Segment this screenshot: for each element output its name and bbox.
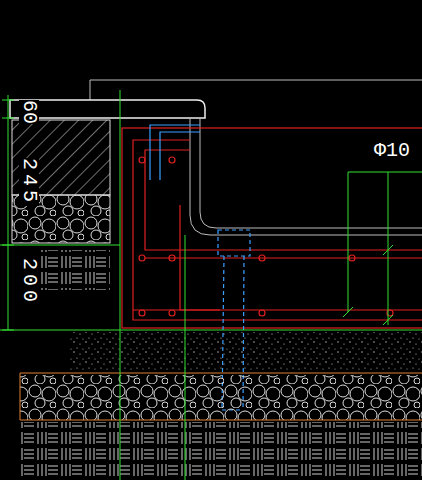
dimension-text: 200	[19, 258, 39, 306]
dimension-text: 60	[19, 100, 39, 124]
dimension-text: 245	[19, 158, 39, 206]
rebar-label: Φ10	[374, 141, 410, 161]
